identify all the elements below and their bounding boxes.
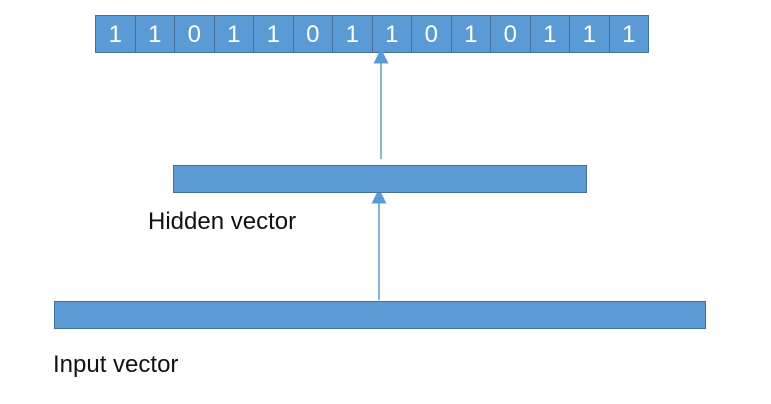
- output-bit-cell: 0: [490, 15, 531, 53]
- output-bit-cell: 0: [174, 15, 215, 53]
- output-bit-cell: 0: [411, 15, 452, 53]
- hidden-vector-bar: [173, 165, 587, 193]
- input-vector-bar: [54, 301, 706, 329]
- output-bit-cell: 1: [450, 15, 491, 53]
- output-bit-cell: 1: [608, 15, 649, 53]
- output-bit-cell: 1: [134, 15, 175, 53]
- output-bit-cell: 1: [95, 15, 136, 53]
- output-bit-cell: 1: [569, 15, 610, 53]
- output-bit-cell: 1: [529, 15, 570, 53]
- input-vector-label: Input vector: [53, 351, 179, 378]
- output-bit-cell: 1: [332, 15, 373, 53]
- hidden-vector-label: Hidden vector: [148, 208, 297, 235]
- output-bit-cell: 1: [253, 15, 294, 53]
- output-bit-cell: 1: [371, 15, 412, 53]
